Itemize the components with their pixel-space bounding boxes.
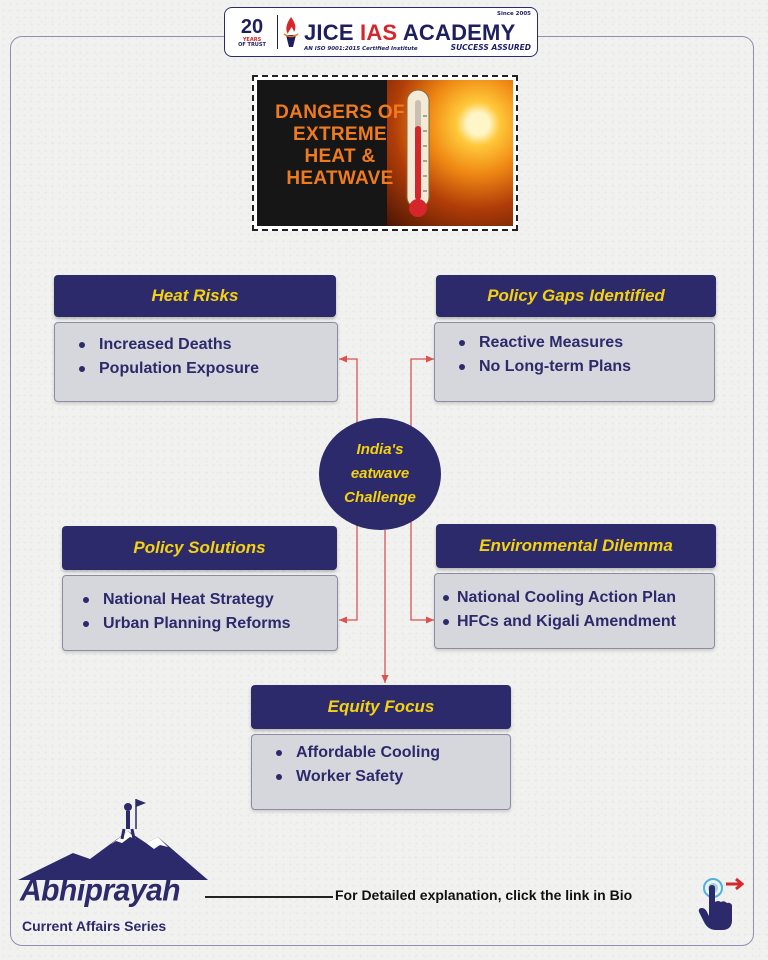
academy-name: JICE IAS ACADEMY [304, 20, 515, 46]
torch-icon [283, 17, 299, 47]
equity-focus-box: Affordable Cooling Worker Safety [251, 734, 511, 810]
years-word: YEARS [242, 36, 262, 43]
series-label: Current Affairs Series [22, 918, 167, 934]
iso-text: AN ISO 9001:2015 Certified Institute [304, 46, 418, 52]
brand-name: Abhiprayah [20, 873, 181, 908]
policy-solutions-box: National Heat Strategy Urban Planning Re… [62, 575, 338, 651]
hero-title-line: DANGERS OF [275, 102, 405, 123]
name-part-2: IAS [360, 20, 398, 45]
years-badge: 20 YEARS OF TRUST [231, 17, 273, 48]
environmental-dilemma-box: National Cooling Action Plan HFCs and Ki… [434, 573, 715, 649]
thermometer-icon [406, 89, 430, 217]
cta-text[interactable]: For Detailed explanation, click the link… [335, 887, 633, 903]
pointing-hand-icon[interactable] [696, 876, 744, 932]
center-line: eatwave [350, 465, 410, 482]
footer-divider [205, 896, 333, 898]
list-item: HFCs and Kigali Amendment [443, 610, 710, 634]
list-item: Affordable Cooling [274, 741, 496, 765]
policy-solutions-header: Policy Solutions [62, 526, 337, 570]
policy-gaps-header: Policy Gaps Identified [436, 275, 716, 317]
hero-title: DANGERS OF EXTREME HEAT & HEATWAVE [265, 102, 415, 190]
equity-focus-title: Equity Focus [327, 697, 435, 716]
hero-title-line: EXTREME [293, 124, 387, 145]
list-item: No Long-term Plans [457, 355, 700, 379]
list-item: National Cooling Action Plan [443, 586, 710, 610]
name-part-3: ACADEMY [402, 20, 516, 45]
environmental-dilemma-title: Environmental Dilemma [479, 536, 673, 555]
logo-divider [277, 15, 278, 49]
list-item: Population Exposure [77, 357, 323, 381]
list-item: Urban Planning Reforms [81, 612, 323, 636]
name-part-1: JICE [304, 20, 354, 45]
years-number: 20 [240, 15, 264, 38]
equity-focus-header: Equity Focus [251, 685, 511, 729]
trust-text: OF TRUST [238, 41, 266, 48]
policy-gaps-box: Reactive Measures No Long-term Plans [434, 322, 715, 402]
since-text: Since 2005 [497, 11, 531, 17]
heat-risks-header: Heat Risks [54, 275, 336, 317]
list-item: National Heat Strategy [81, 588, 323, 612]
heat-risks-box: Increased Deaths Population Exposure [54, 322, 338, 402]
heat-risks-title: Heat Risks [151, 286, 239, 305]
academy-logo[interactable]: 20 YEARS OF TRUST Since 2005 JICE IAS AC… [224, 7, 538, 57]
central-challenge-node: India's eatwave Challenge [319, 418, 441, 530]
list-item: Increased Deaths [77, 333, 323, 357]
environmental-dilemma-header: Environmental Dilemma [436, 524, 716, 568]
center-line: India's [356, 441, 404, 458]
hero-banner: DANGERS OF EXTREME HEAT & HEATWAVE [252, 75, 518, 231]
mountain-climber-icon [18, 799, 208, 880]
hero-title-line: HEAT & [304, 146, 376, 167]
policy-gaps-title: Policy Gaps Identified [487, 286, 665, 305]
list-item: Worker Safety [274, 765, 496, 789]
center-line: Challenge [344, 489, 416, 506]
hero-title-line: HEATWAVE [286, 168, 394, 189]
tagline: SUCCESS ASSURED [450, 43, 531, 52]
list-item: Reactive Measures [457, 331, 700, 355]
policy-solutions-title: Policy Solutions [133, 538, 266, 557]
